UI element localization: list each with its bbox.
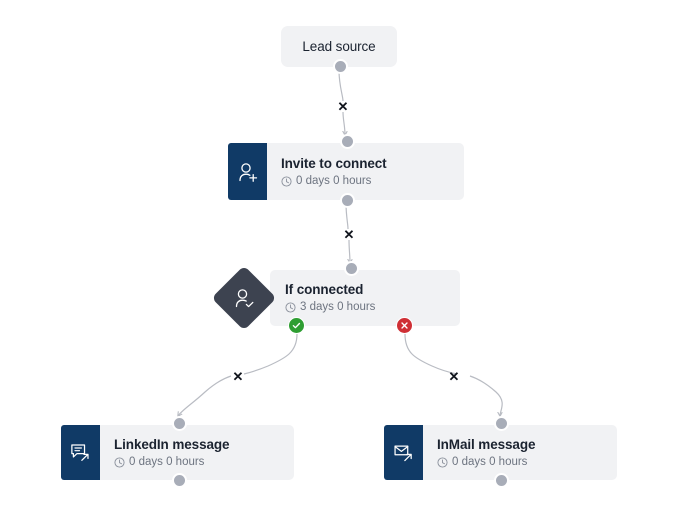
branch-badge-yes[interactable] (288, 317, 305, 334)
edge-delete-lead-to-invite[interactable]: ✕ (337, 98, 349, 114)
branch-badge-no[interactable] (396, 317, 413, 334)
clock-icon (114, 456, 125, 468)
envelope-send-icon (384, 425, 423, 480)
node-invite-to-connect-title: Invite to connect (281, 155, 387, 171)
node-linkedin-message-delay-text: 0 days 0 hours (129, 455, 205, 468)
edge-delete-yes-to-linkedin[interactable]: ✕ (232, 368, 244, 384)
port-linkedin-message-in[interactable] (172, 416, 187, 431)
node-linkedin-message-body: LinkedIn message 0 days 0 hours (100, 425, 294, 480)
node-invite-to-connect-delay-text: 0 days 0 hours (296, 174, 372, 187)
port-lead-source-out[interactable] (333, 59, 348, 74)
person-add-icon (228, 143, 267, 200)
port-inmail-message-out[interactable] (494, 473, 509, 488)
clock-icon (285, 302, 296, 313)
clock-icon (437, 456, 448, 468)
node-inmail-message[interactable]: InMail message 0 days 0 hours (384, 425, 617, 480)
node-if-connected-body: If connected 3 days 0 hours (270, 270, 460, 326)
edge-delete-no-to-inmail[interactable]: ✕ (448, 368, 460, 384)
node-inmail-message-body: InMail message 0 days 0 hours (423, 425, 617, 480)
edge-delete-invite-to-condition[interactable]: ✕ (343, 226, 355, 242)
node-invite-to-connect[interactable]: Invite to connect 0 days 0 hours (228, 143, 464, 200)
port-invite-to-connect-in[interactable] (340, 134, 355, 149)
port-inmail-message-in[interactable] (494, 416, 509, 431)
node-invite-to-connect-delay: 0 days 0 hours (281, 174, 464, 189)
node-lead-source-title: Lead source (302, 39, 376, 54)
port-if-connected-in[interactable] (344, 261, 359, 276)
node-inmail-message-title: InMail message (437, 436, 536, 452)
close-icon (401, 322, 408, 329)
port-linkedin-message-out[interactable] (172, 473, 187, 488)
node-linkedin-message[interactable]: LinkedIn message 0 days 0 hours (61, 425, 294, 480)
node-invite-to-connect-body: Invite to connect 0 days 0 hours (267, 143, 464, 200)
node-linkedin-message-delay: 0 days 0 hours (114, 455, 294, 470)
node-if-connected[interactable]: If connected 3 days 0 hours (270, 270, 460, 326)
node-linkedin-message-title: LinkedIn message (114, 436, 230, 452)
message-send-icon (61, 425, 100, 480)
clock-icon (281, 175, 292, 187)
check-icon (292, 322, 301, 329)
port-invite-to-connect-out[interactable] (340, 193, 355, 208)
node-inmail-message-delay-text: 0 days 0 hours (452, 455, 528, 468)
node-if-connected-title: If connected (285, 282, 364, 297)
node-if-connected-delay: 3 days 0 hours (285, 300, 460, 315)
node-inmail-message-delay: 0 days 0 hours (437, 455, 617, 470)
node-if-connected-delay-text: 3 days 0 hours (300, 301, 376, 313)
person-check-icon (221, 275, 267, 321)
